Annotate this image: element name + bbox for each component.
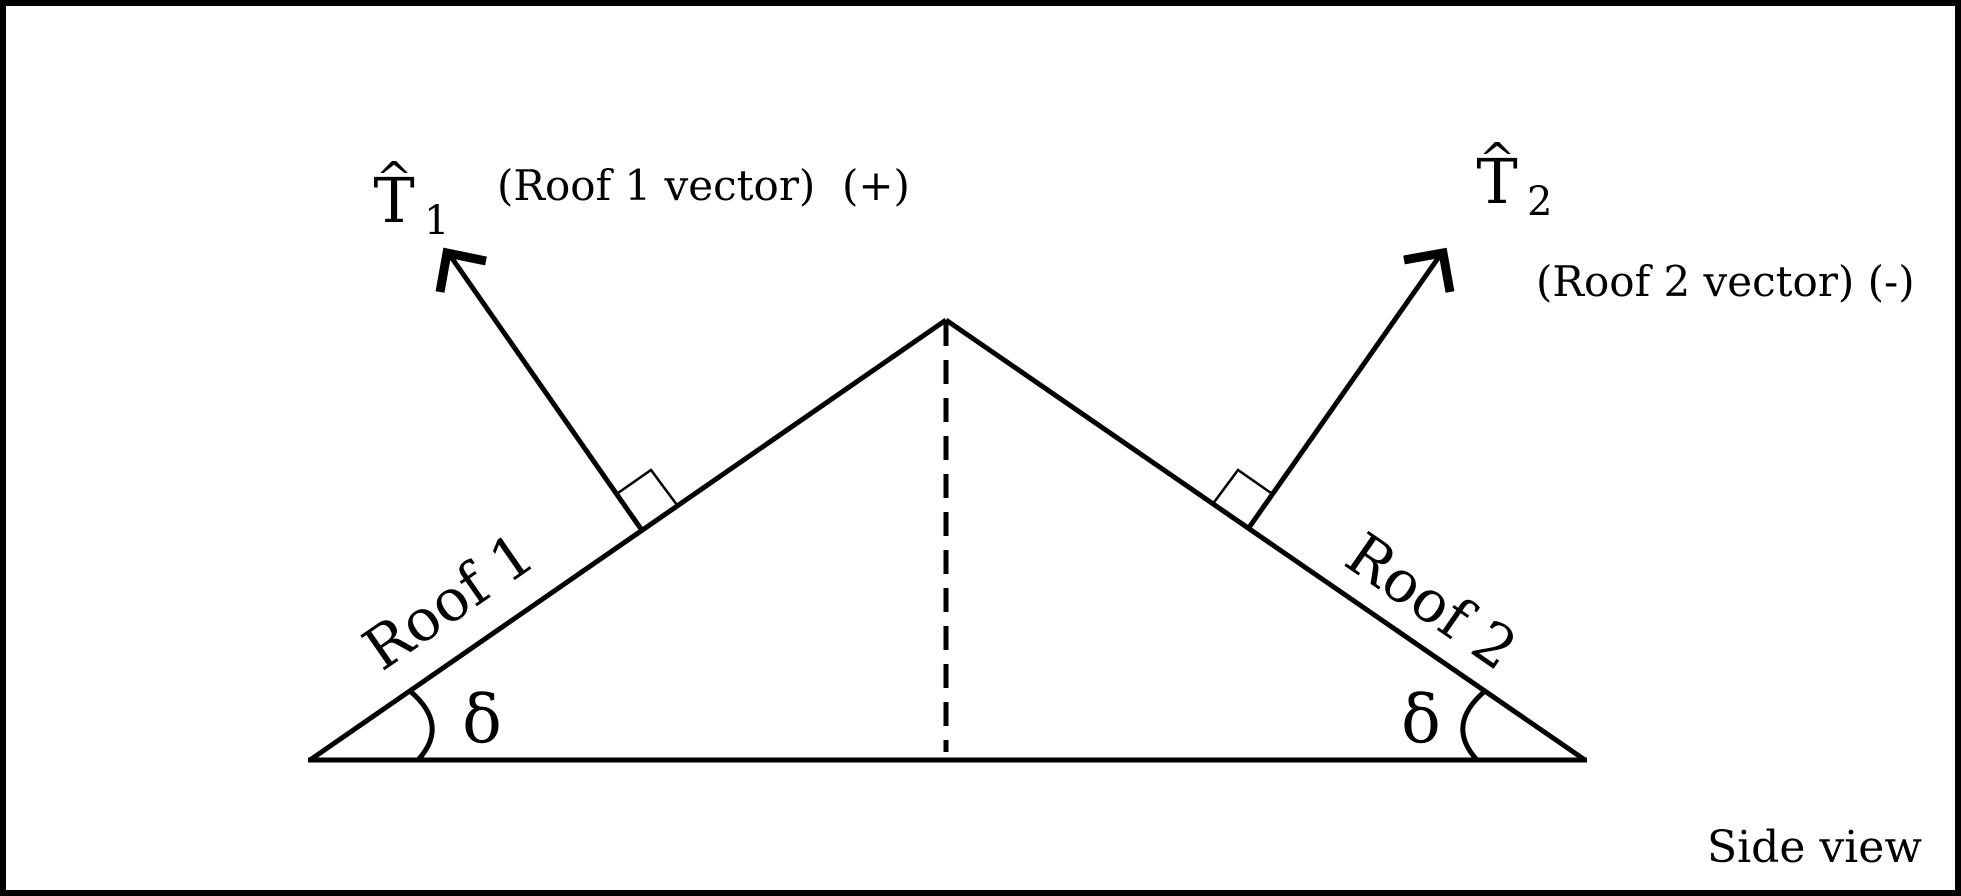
t2-subscript: 2 xyxy=(1527,179,1552,225)
left-angle-arc xyxy=(408,689,435,762)
t1-vector-arrow xyxy=(446,252,644,531)
t2-arrowhead xyxy=(1403,247,1455,293)
t1-subscript: 1 xyxy=(424,198,449,244)
t1-symbol: T xyxy=(373,164,414,237)
roof-1-vector-label: (Roof 1 vector) (+) xyxy=(497,161,910,210)
t2-right-angle-marker xyxy=(1210,468,1272,506)
right-angle-arc xyxy=(1460,689,1487,762)
t2-symbol: T xyxy=(1476,145,1517,218)
t2-hat: ^ xyxy=(1479,134,1516,185)
t2-vector-arrow xyxy=(1245,252,1444,531)
roof-1-line xyxy=(308,317,948,763)
t1-right-angle-marker xyxy=(617,468,679,506)
left-angle-symbol: δ xyxy=(462,681,502,758)
roof-2-line xyxy=(944,317,1587,763)
roof-1-label: Roof 1 xyxy=(351,519,546,683)
t1-hat: ^ xyxy=(376,153,413,204)
roof-2-label: Roof 2 xyxy=(1334,519,1529,683)
side-view-label: Side view xyxy=(1707,822,1922,873)
roof-2-vector-label: (Roof 2 vector) (-) xyxy=(1536,257,1915,306)
right-angle-symbol: δ xyxy=(1401,681,1441,758)
t1-arrowhead xyxy=(435,247,487,293)
